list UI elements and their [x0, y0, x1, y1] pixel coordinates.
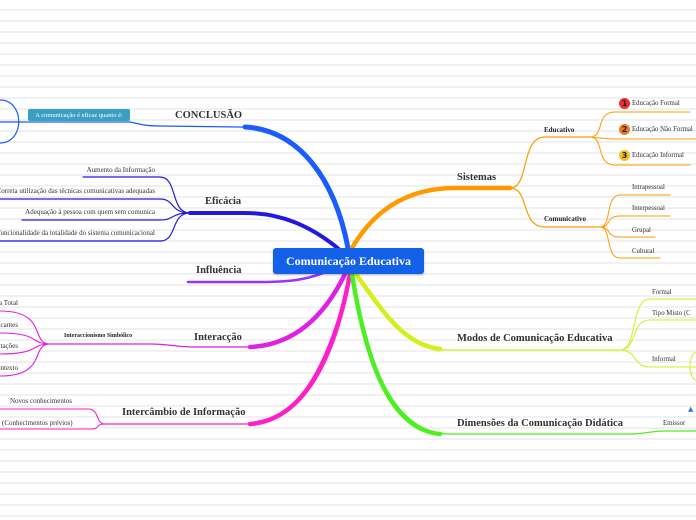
educativo-item[interactable]: Educação Informal	[632, 152, 684, 159]
subtopic-educativo[interactable]: Educativo	[544, 126, 575, 134]
eficacia-item[interactable]: Aumento da Informação	[86, 166, 155, 174]
topic-influencia[interactable]: Influência	[196, 265, 242, 276]
subtopic-comunicativo[interactable]: Comunicativo	[544, 215, 586, 223]
note-conclusao[interactable]: A comunicação é eficaz quanto é:	[28, 109, 130, 121]
interaccao-item[interactable]: ficantes	[0, 321, 18, 329]
subtopic-interaccionismo[interactable]: Interaccionismo Simbólico	[64, 333, 133, 339]
modos-item[interactable]: Formal	[652, 289, 672, 296]
topic-sistemas[interactable]: Sistemas	[457, 172, 497, 183]
comunicativo-item[interactable]: Intrapessoal	[632, 184, 665, 191]
modos-item[interactable]: Tipo Misto (C	[652, 310, 691, 317]
modos-item[interactable]: Informal	[652, 356, 676, 363]
priority-3-icon: 3	[619, 150, 630, 161]
educativo-item[interactable]: Educação Não Formal	[632, 126, 693, 133]
topic-modos[interactable]: Modos de Comunicação Educativa	[457, 333, 613, 344]
intercambio-item[interactable]: (Conhecimentos prévios)	[2, 419, 73, 427]
intercambio-item[interactable]: Novos conhecimentos	[10, 397, 73, 405]
topic-interaccao[interactable]: Interacção	[194, 332, 242, 343]
eficacia-item[interactable]: Correta utilização das técnicas comunica…	[0, 187, 155, 195]
educativo-item[interactable]: Educação Formal	[632, 100, 680, 107]
interaccao-item[interactable]: ntações	[0, 342, 18, 350]
comunicativo-item[interactable]: Cultural	[632, 248, 655, 255]
interaccao-item[interactable]: ontexto	[0, 364, 18, 372]
interaccao-item[interactable]: a Total	[0, 299, 18, 307]
topic-eficacia[interactable]: Eficácia	[205, 196, 242, 207]
person-icon: ▲	[688, 405, 694, 413]
eficacia-item[interactable]: Adequação à pessoa com quem sem comunica	[25, 208, 155, 216]
dimensoes-item[interactable]: Emissor	[663, 420, 686, 427]
topic-conclusao[interactable]: CONCLUSÃO	[175, 110, 243, 121]
comunicativo-item[interactable]: Interpessoal	[632, 205, 665, 212]
topic-intercambio[interactable]: Intercâmbio de Informação	[122, 407, 246, 418]
eficacia-item[interactable]: Funcionalidade da totalidade do sistema …	[0, 229, 155, 237]
comunicativo-item[interactable]: Grupal	[632, 227, 651, 234]
central-topic[interactable]: Comunicação Educativa	[273, 248, 424, 274]
priority-2-icon: 2	[619, 124, 630, 135]
priority-1-icon: 1	[619, 98, 630, 109]
topic-dimensoes[interactable]: Dimensões da Comunicação Didática	[457, 418, 623, 429]
